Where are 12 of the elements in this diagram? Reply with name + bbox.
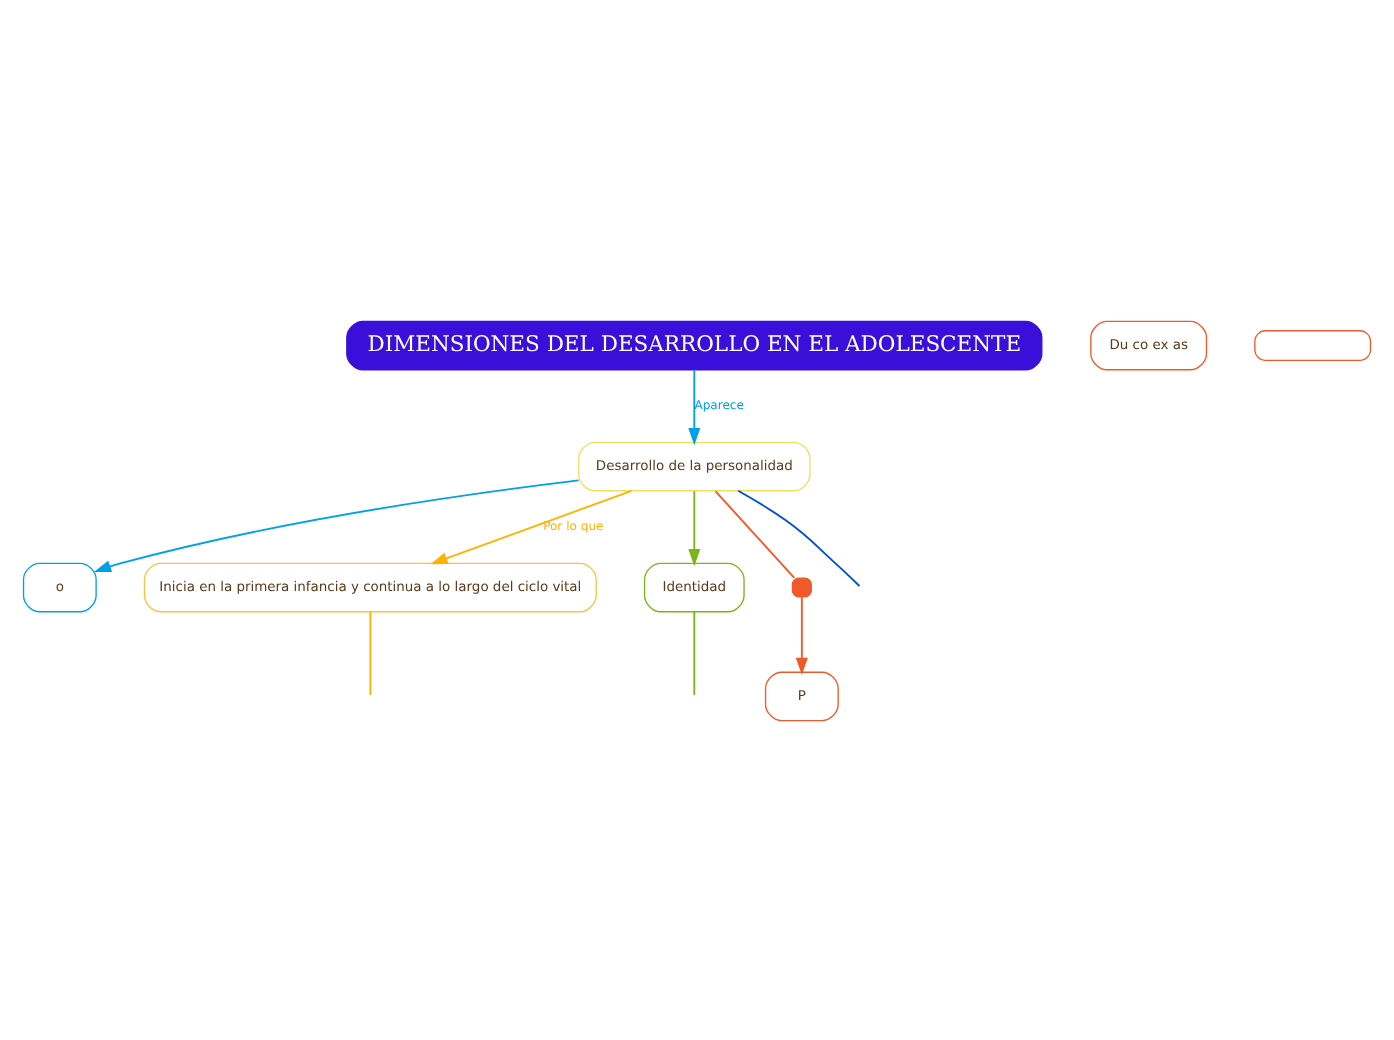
connector xyxy=(369,610,372,695)
node-box: DIMENSIONES DEL DESARROLLO EN EL ADOLESCENTE xyxy=(346,319,1043,370)
arrow xyxy=(688,368,701,445)
node-box xyxy=(1254,329,1372,361)
arrow xyxy=(688,489,701,566)
arrow xyxy=(430,488,633,564)
arrow xyxy=(795,595,808,674)
connector xyxy=(693,610,696,695)
connector xyxy=(737,488,861,586)
arrow xyxy=(93,478,580,572)
node-box xyxy=(791,576,812,597)
connector xyxy=(714,489,796,578)
